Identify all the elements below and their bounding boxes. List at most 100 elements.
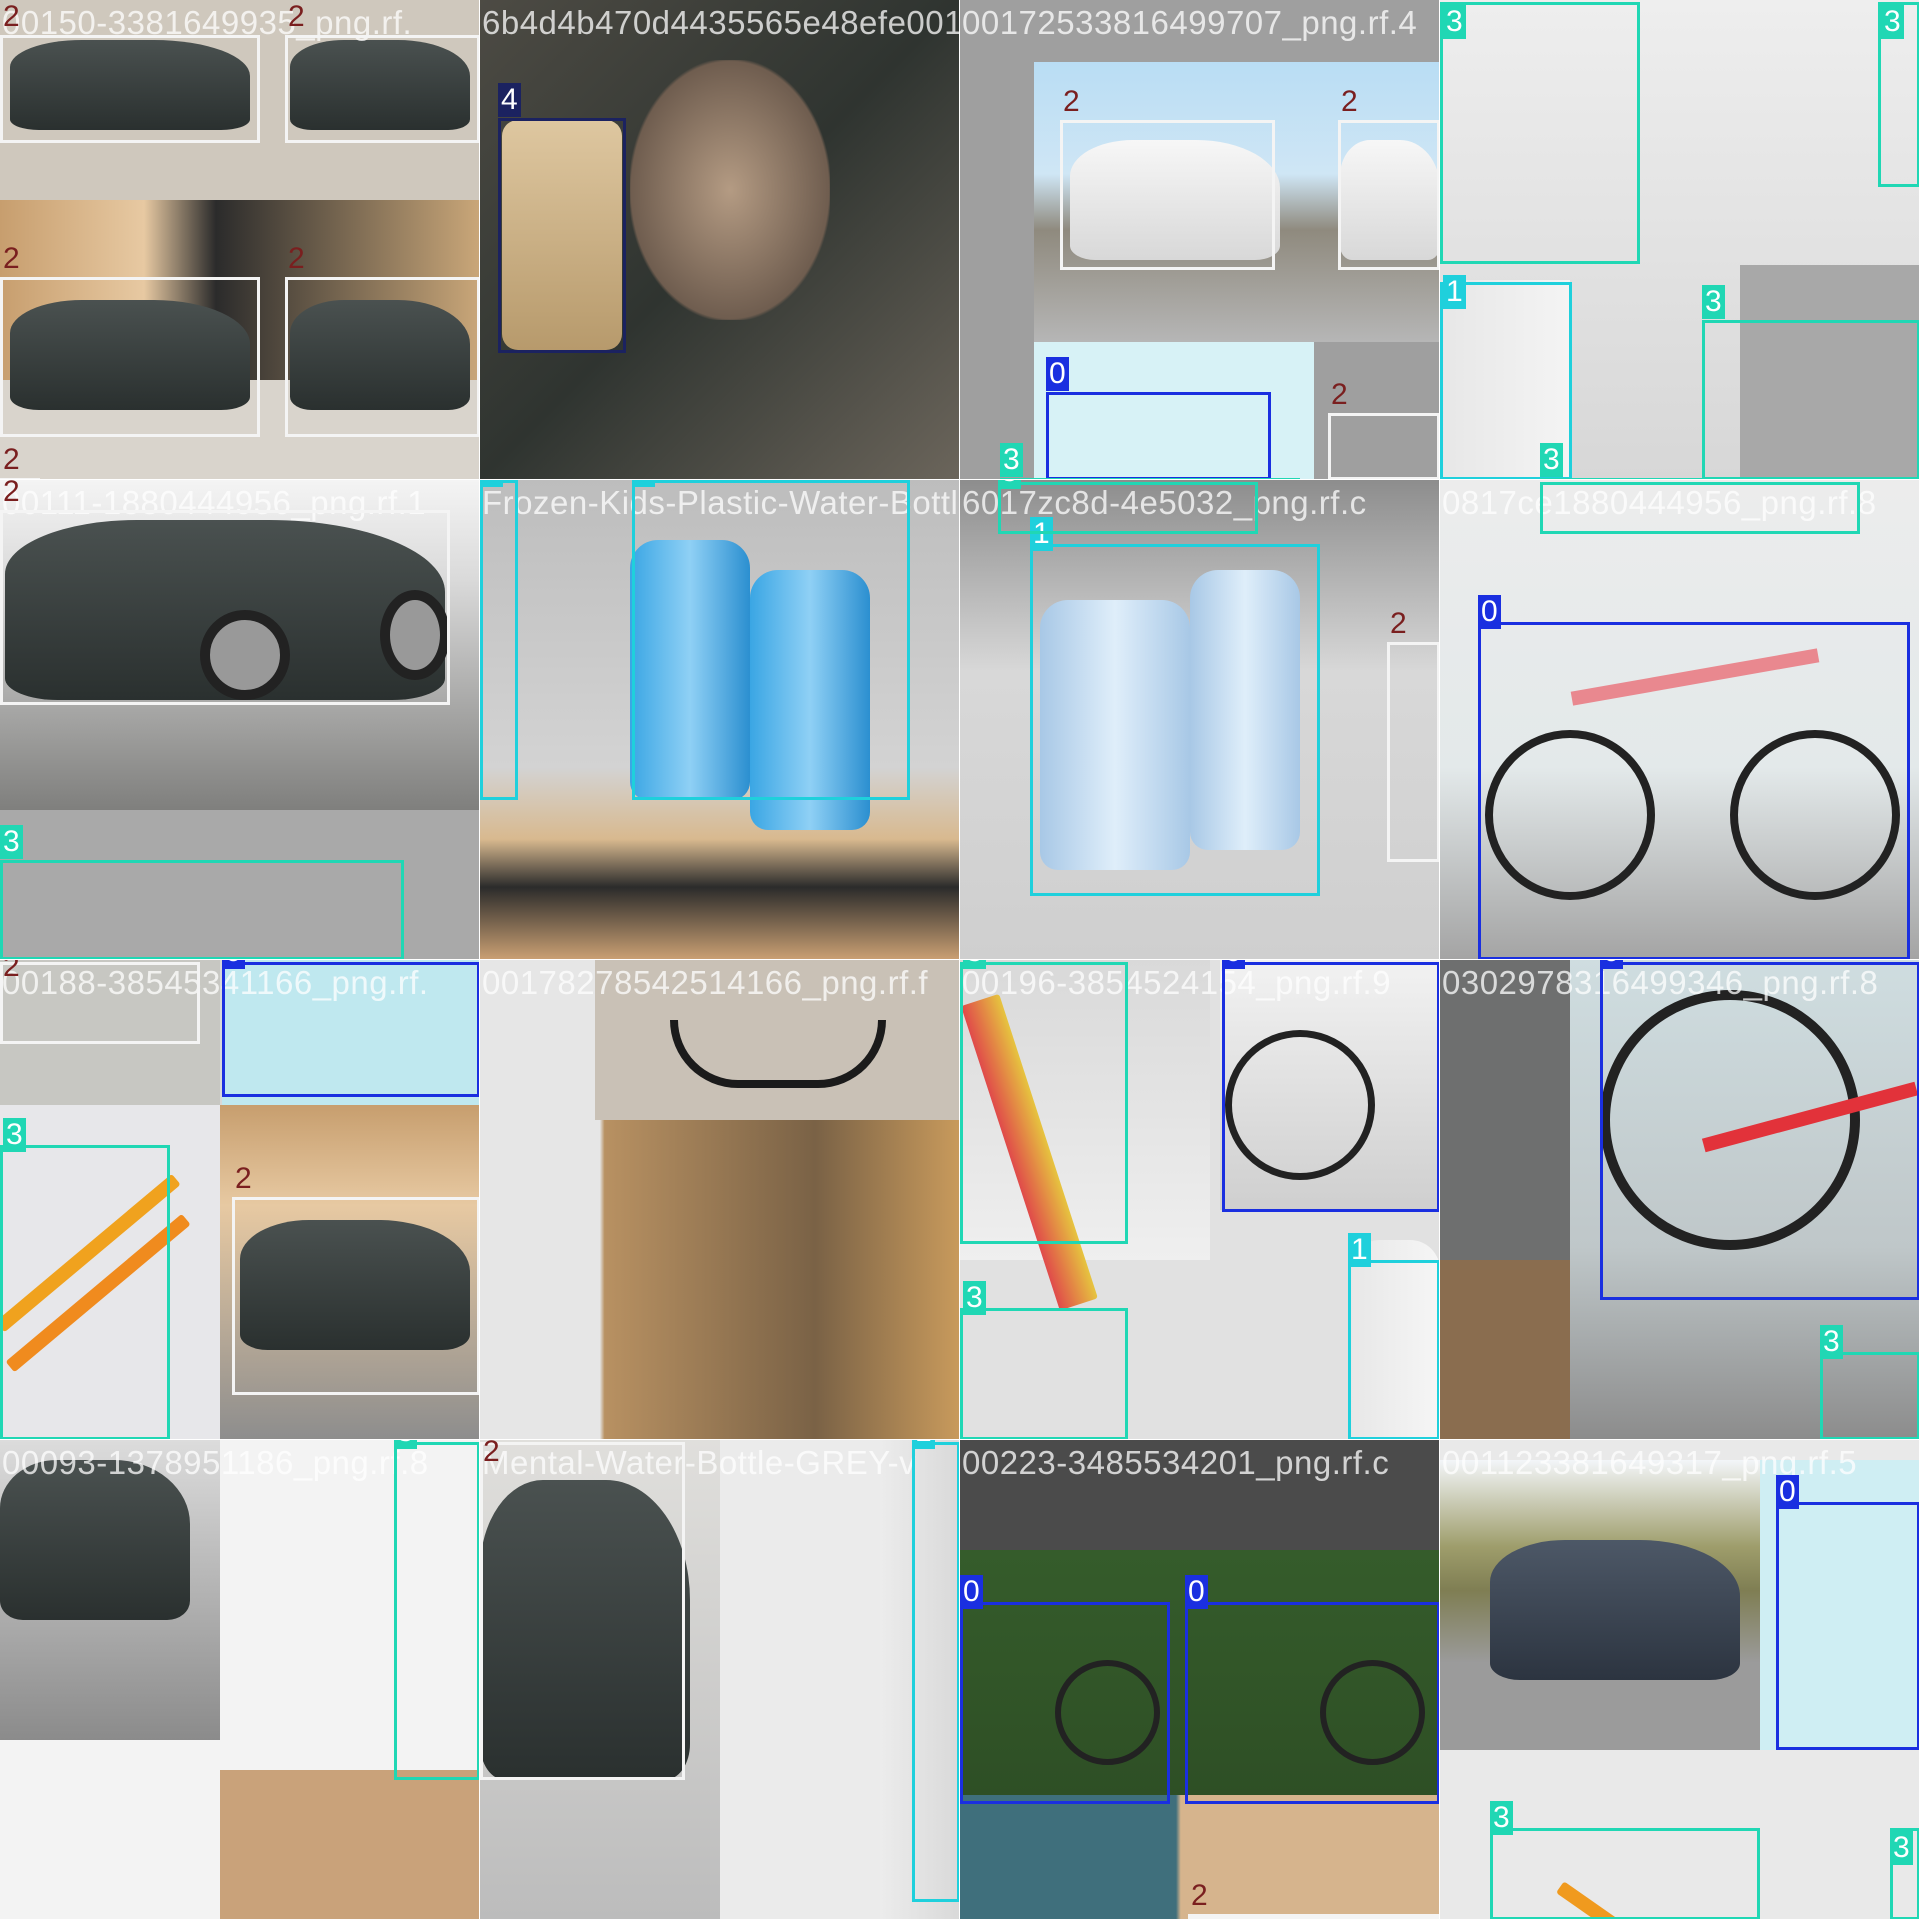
bbox-class-3: 3	[1440, 2, 1640, 264]
bbox-class-2: 2	[1328, 378, 1439, 479]
bbox-class-3: 3	[1000, 443, 1300, 479]
bbox-class-0: 0	[1600, 960, 1919, 1300]
bbox-label: 3	[1000, 443, 1023, 477]
gray-photo	[1740, 265, 1919, 479]
bbox-class-3: 2	[1540, 482, 1860, 534]
bbox-label: 1	[1348, 1233, 1371, 1267]
bbox-label: 1	[632, 480, 655, 487]
bbox-class-2: 2	[285, 0, 479, 143]
bbox-label: 3	[3, 1118, 26, 1152]
bbox-class-1: 1	[1030, 517, 1320, 896]
image-filename: 00172533816499707_png.rf.4	[962, 4, 1418, 41]
bbox-label: 3	[963, 1281, 986, 1315]
car-shape	[480, 1480, 690, 1780]
bbox-label: 2	[1063, 85, 1080, 118]
bbox-label: 2	[3, 443, 20, 476]
mosaic-tile: 001123381649317_png.rf.5 0 3 3	[1440, 1440, 1920, 1920]
brown-photo	[1440, 1260, 1570, 1439]
image-filename: 6b4d4b470d4435565e48efe001d725	[482, 4, 960, 41]
bbox-class-0: 0	[222, 960, 479, 1097]
bbox-label: 2	[3, 0, 20, 33]
car-shape	[10, 40, 250, 130]
bbox-label: 3	[1702, 285, 1725, 319]
bottle-shape	[1040, 600, 1190, 870]
bbox-class-2: 2	[1387, 607, 1439, 862]
car-shape	[290, 300, 470, 410]
wheel-shape	[1600, 990, 1860, 1250]
bbox-class-2: 2	[0, 480, 450, 705]
bbox-label: 2	[3, 480, 20, 508]
bbox-label: 3	[963, 960, 986, 969]
bbox-class-1: 1	[1348, 1233, 1439, 1439]
pencil-photo	[0, 810, 479, 959]
bottle-shape	[750, 570, 870, 830]
bottle-shape	[1350, 1240, 1439, 1439]
wheel-shape	[380, 590, 450, 680]
mosaic-tile: 00223-3485534201_png.rf.c 0 0 2	[960, 1440, 1440, 1920]
bbox-label: 0	[1185, 1575, 1208, 1609]
car-shape	[290, 40, 470, 130]
tire-shape	[670, 1020, 886, 1088]
bbox-class-3: 3	[1540, 443, 1740, 479]
mosaic-tile: 00188-38545341166_png.rf. 0 3 2 2	[0, 960, 480, 1440]
car-photo	[1440, 960, 1570, 1260]
phone-shape	[502, 120, 622, 350]
car-shape	[240, 1220, 470, 1350]
mosaic-tile: 00111-1880444956_png.rf.1 3 2	[0, 480, 480, 960]
car-shape	[0, 1460, 190, 1620]
bbox-class-3: 3	[1820, 1325, 1919, 1439]
bbox-label: 3	[1820, 1325, 1843, 1359]
mosaic-tile: 0817ce1880444956_png.rf.8 0 2	[1440, 480, 1920, 960]
bbox-class-3: 3	[1490, 1801, 1760, 1919]
bbox-class-2: 2	[232, 1162, 479, 1395]
bbox-label: 2	[483, 1440, 500, 1468]
bbox-class-1: 1	[480, 480, 518, 800]
bbox-label: 0	[960, 1575, 983, 1609]
mosaic-tile: 6b4d4b470d4435565e48efe001d725 4	[480, 0, 960, 480]
bbox-class-2: 2	[285, 242, 479, 437]
bbox-class-4: 4	[498, 83, 626, 353]
bbox-label: 2	[1390, 607, 1407, 640]
bbox-label: 0	[1776, 1475, 1799, 1509]
bbox-label: 3	[998, 480, 1021, 489]
mosaic-tile: 00178278542514166_png.rf.f	[480, 960, 960, 1440]
bbox-class-3: 3	[0, 1118, 170, 1439]
wheel-shape	[1730, 730, 1900, 900]
image-filename: 00223-3485534201_png.rf.c	[962, 1444, 1390, 1481]
bbox-class-0: 0	[960, 1575, 1170, 1804]
bbox-class-3: 3	[1878, 2, 1919, 187]
bbox-class-2: 2	[1188, 1879, 1439, 1919]
mosaic-tile: 6017zc8d-4e5032_png.rf.c 1 2 3	[960, 480, 1440, 960]
bike-photo	[222, 960, 479, 1105]
bbox-class-2: 2	[0, 0, 260, 143]
bbox-label: 3	[0, 825, 23, 859]
bbox-class-2: 2	[1338, 85, 1439, 270]
bbox-label: 0	[1222, 960, 1245, 969]
wheel-shape	[1055, 1660, 1160, 1765]
face-blur	[630, 60, 830, 320]
mosaic-tile: 00196-3854524154_png.rf.9 3 0 3 1	[960, 960, 1440, 1440]
bbox-class-3: 3	[1702, 285, 1919, 479]
bbox-class-2: 2	[0, 443, 40, 479]
mosaic-tile: 00150-3381649935_png.rf. 2 2 2 2 2	[0, 0, 480, 480]
bbox-label: 1	[480, 480, 503, 487]
bbox-class-2: 2	[1060, 85, 1275, 270]
mosaic-tile: 00172533816499707_png.rf.4 2 2 0 2 3	[960, 0, 1440, 480]
bbox-class-1: 1	[912, 1440, 959, 1902]
bbox-label: 2	[235, 1162, 252, 1195]
bbox-class-3: 3	[998, 480, 1258, 534]
bbox-label: 2	[288, 242, 305, 275]
bbox-class-2: 2	[0, 960, 200, 1044]
bbox-label: 3	[1490, 1801, 1513, 1835]
bbox-label: 0	[1046, 357, 1069, 391]
mosaic-tile: Frozen-Kids-Plastic-Water-Bottle 1 1	[480, 480, 960, 960]
bbox-label: 0	[1478, 595, 1501, 629]
bbox-class-1: 1	[1440, 275, 1572, 479]
bottle-photo	[880, 1440, 959, 1919]
bbox-label: 3	[1890, 1831, 1913, 1865]
pencil-photo	[0, 1105, 220, 1439]
bbox-label: 2	[288, 0, 305, 33]
car-shape	[1490, 1540, 1740, 1680]
mosaic-tile: 0302978316499346_png.rf.8 0 3	[1440, 960, 1920, 1440]
bbox-class-0: 0	[1222, 960, 1439, 1212]
